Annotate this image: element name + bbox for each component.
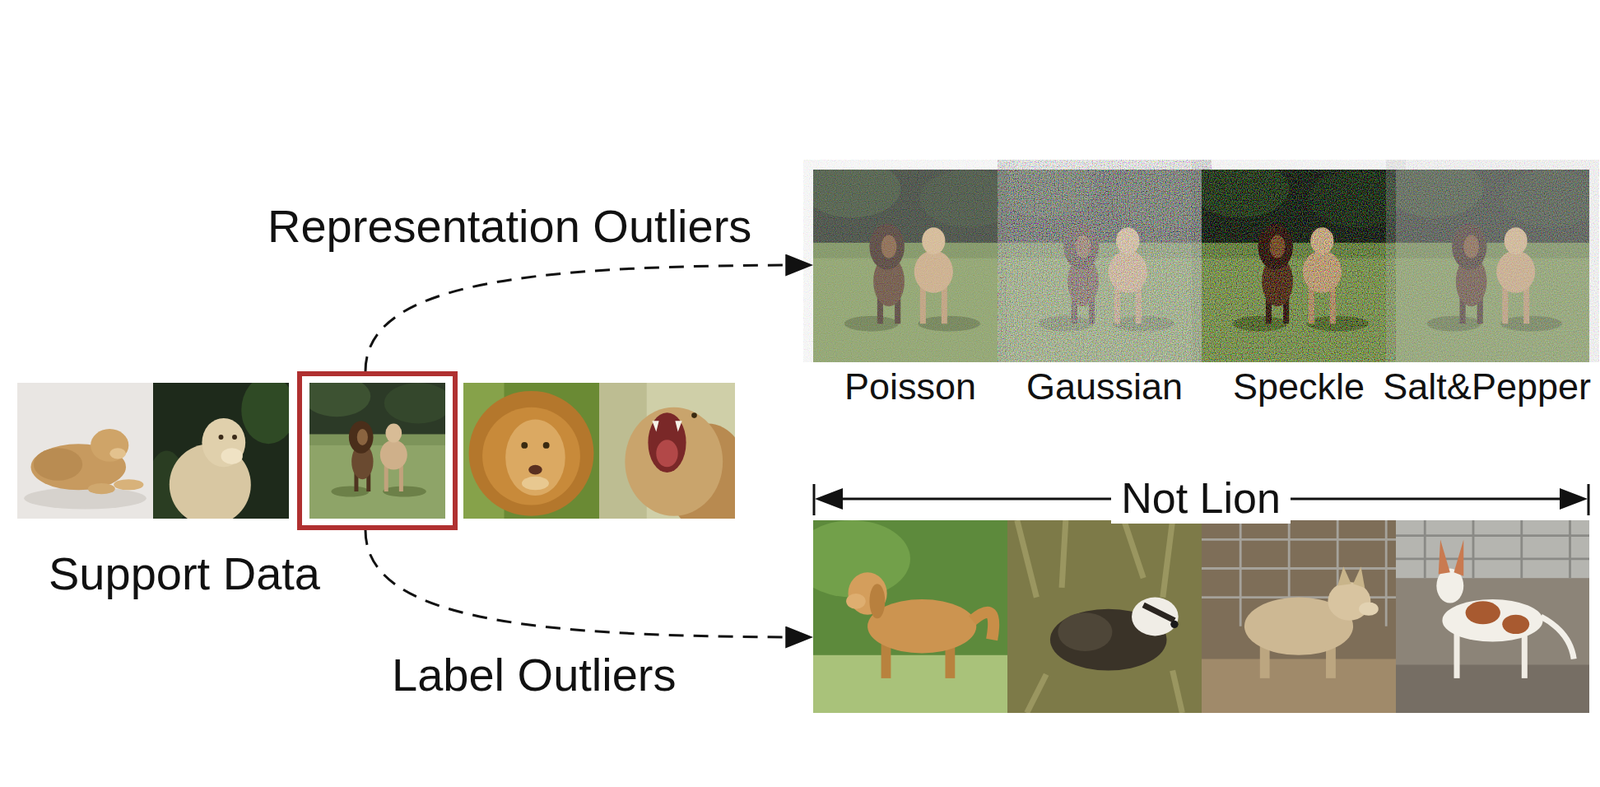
image-label: Gaussian <box>1026 365 1183 409</box>
badger-photo <box>1007 520 1202 713</box>
gaussian-noise-photo <box>997 159 1212 363</box>
roaring-lion-photo <box>599 382 749 533</box>
dashed-arrow <box>365 530 814 638</box>
image-label: Poisson <box>844 365 977 409</box>
lion-face-photo <box>463 382 600 519</box>
image-label: Support Data <box>48 547 321 600</box>
dog-photo <box>793 520 1008 713</box>
highlight-box <box>299 373 456 528</box>
arrow-label: Representation Outliers <box>267 200 752 253</box>
support-images <box>17 373 749 533</box>
salt-pepper-noise-photo <box>1386 159 1600 363</box>
image-group: Not Lion <box>813 469 1590 713</box>
two-lions-photo <box>302 376 453 519</box>
speckle-noise-photo <box>1191 159 1406 363</box>
image-group: Support Data <box>17 371 735 531</box>
lioness-photo <box>146 376 297 533</box>
dog-photo <box>1395 520 1590 713</box>
dashed-arrow <box>365 265 814 372</box>
poisson-noise-photo <box>803 159 1018 363</box>
image-label: Not Lion <box>1111 474 1291 524</box>
image-label: Speckle <box>1232 365 1365 409</box>
image-group: Poisson Gaussian Speckle Salt&Pepper <box>813 169 1590 409</box>
arrow-label: Label Outliers <box>391 648 677 702</box>
image-label: Salt&Pepper <box>1382 365 1591 409</box>
label-outlier-images <box>793 520 1590 713</box>
representation-outlier-images <box>803 159 1600 363</box>
wolf-photo <box>1201 520 1396 713</box>
lioness-photo <box>17 382 154 519</box>
